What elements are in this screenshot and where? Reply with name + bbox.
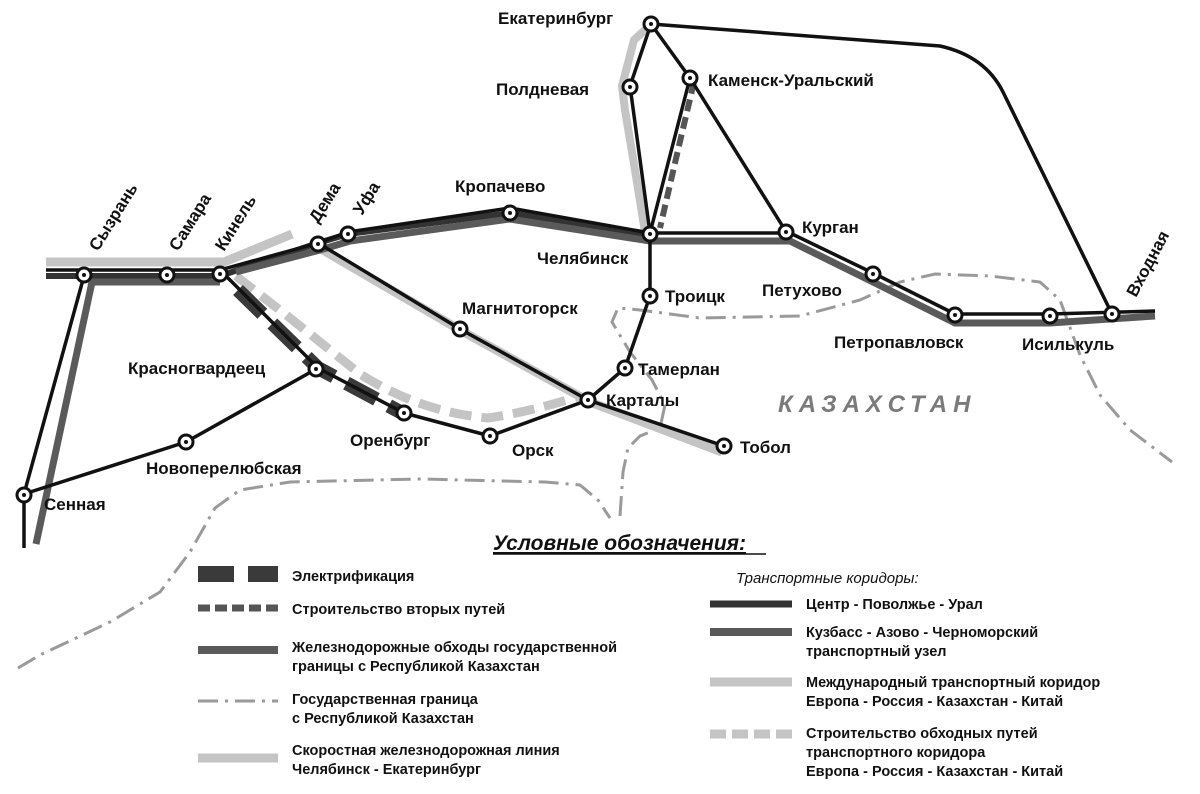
label-isilkul: Исилькуль <box>1022 335 1114 354</box>
highspeed-path <box>617 25 650 233</box>
station-krasnogvardeets[interactable] <box>307 360 325 378</box>
second-tracks <box>657 81 697 229</box>
station-chelyabinsk[interactable] <box>641 225 659 243</box>
legend-item-kuzbass-l2: транспортный узел <box>806 644 946 660</box>
station-ufa[interactable] <box>339 225 357 243</box>
label-vkhodnaya: Входная <box>1123 228 1173 300</box>
bypass-construction <box>233 272 582 423</box>
label-petropavlovsk: Петропавловск <box>834 333 964 352</box>
second-tracks-path <box>657 81 697 229</box>
station-kartaly[interactable] <box>579 391 597 409</box>
rail-chel-kartaly <box>586 233 652 402</box>
station-kinel[interactable] <box>211 265 229 283</box>
legend-swatch-electrification <box>198 566 278 582</box>
legend-item-state-border-l1: Государственная граница <box>292 692 479 708</box>
legend-item-center-corridor: Центр - Поволжье - Урал <box>806 597 983 613</box>
label-tobol: Тобол <box>740 438 791 457</box>
state-border <box>17 272 1173 670</box>
label-samara: Самара <box>165 190 215 254</box>
kuzbass-corridor <box>32 215 1156 545</box>
label-kinel: Кинель <box>211 192 260 254</box>
label-dema: Дема <box>305 179 344 226</box>
border-segment-west <box>17 477 612 670</box>
label-magnitogorsk: Магнитогорск <box>462 299 578 318</box>
station-poldnevaya[interactable] <box>621 78 639 96</box>
legend-item-international-l1: Международный транспортный коридор <box>806 675 1100 691</box>
label-ufa: Уфа <box>349 178 384 218</box>
station-kurgan[interactable] <box>777 223 795 241</box>
label-novoperelyubskaya: Новоперелюбская <box>146 459 302 478</box>
station-vkhodnaya[interactable] <box>1103 305 1121 323</box>
legend-item-border-bypass-l1: Железнодорожные обходы государственной <box>291 640 617 656</box>
legend-item-bypass-l1: Строительство обходных путей <box>806 726 1038 742</box>
station-petukhovo[interactable] <box>864 265 882 283</box>
legend-item-bypass-l2: транспортного коридора <box>806 745 986 761</box>
station-kropachevo[interactable] <box>501 204 519 222</box>
legend-item-bypass-l3: Европа - Россия - Казахстан - Китай <box>806 764 1063 780</box>
label-kartaly: Карталы <box>606 391 679 410</box>
stations <box>15 15 1121 504</box>
label-orenburg: Оренбург <box>350 431 430 450</box>
station-sennaya[interactable] <box>15 486 33 504</box>
legend-item-highspeed-l2: Челябинск - Екатеринбург <box>292 762 481 778</box>
station-petropavlovsk[interactable] <box>946 306 964 324</box>
station-troitsk[interactable] <box>641 287 659 305</box>
legend-corridors-title: Транспортные коридоры: <box>736 570 919 587</box>
rail-kamensk-chel <box>648 77 692 234</box>
station-samara[interactable] <box>158 266 176 284</box>
legend-item-kuzbass-l1: Кузбасс - Азово - Черноморский <box>806 625 1038 641</box>
border-segment-central <box>610 272 1173 517</box>
label-syzran: Сызрань <box>85 180 141 254</box>
country-label-kazakhstan: КАЗАХСТАН <box>778 391 976 418</box>
int-corridor-main <box>46 229 294 267</box>
highspeed-line <box>617 25 650 233</box>
label-petukhovo: Петухово <box>762 281 842 300</box>
label-kurgan: Курган <box>802 218 859 237</box>
legend-item-electrification: Электрификация <box>292 569 414 585</box>
kuzbass-corridor-main <box>235 215 1156 327</box>
legend: Условные обозначения: Электрификация Стр… <box>198 532 1100 780</box>
station-syzran[interactable] <box>75 266 93 284</box>
label-chelyabinsk: Челябинск <box>537 249 629 268</box>
rail-ekb-kamensk <box>649 22 692 80</box>
station-kamensk[interactable] <box>681 69 699 87</box>
station-magnitogorsk[interactable] <box>451 320 469 338</box>
electrification <box>233 284 408 421</box>
electrification-path <box>233 284 408 421</box>
legend-item-state-border-l2: с Республикой Казахстан <box>292 711 474 727</box>
label-tamerlan: Тамерлан <box>638 360 720 379</box>
label-sennaya: Сенная <box>44 495 106 514</box>
rail-kamensk-kurgan <box>688 77 787 231</box>
label-ekaterinburg: Екатеринбург <box>498 9 613 28</box>
legend-item-border-bypass-l2: границы с Республикой Казахстан <box>292 659 540 675</box>
station-orenburg[interactable] <box>395 404 413 422</box>
kuzbass-corridor-sennaya <box>32 281 96 545</box>
label-orsk: Орск <box>512 441 554 460</box>
label-troitsk: Троицк <box>665 287 725 306</box>
station-ekaterinburg[interactable] <box>642 15 660 33</box>
station-tamerlan[interactable] <box>616 359 634 377</box>
label-poldnevaya: Полдневая <box>496 80 589 99</box>
legend-title: Условные обозначения: <box>493 532 746 555</box>
label-krasnogvardeets: Красногвардеец <box>128 359 266 378</box>
station-novoperelyubskaya[interactable] <box>177 433 195 451</box>
station-tobol[interactable] <box>715 437 733 455</box>
station-isilkul[interactable] <box>1041 307 1059 325</box>
legend-item-second-tracks: Строительство вторых путей <box>292 602 505 618</box>
label-kamensk: Каменск-Уральский <box>708 71 874 90</box>
station-dema[interactable] <box>309 235 327 253</box>
legend-item-highspeed-l1: Скоростная железнодорожная линия <box>292 743 560 759</box>
rail-ekb-vkhodnaya <box>650 22 1114 315</box>
rail-ufa-kartaly <box>317 241 725 448</box>
label-kropachevo: Кропачево <box>455 177 545 196</box>
bypass-path <box>233 272 582 423</box>
legend-item-international-l2: Европа - Россия - Казахстан - Китай <box>806 694 1063 710</box>
station-orsk[interactable] <box>481 427 499 445</box>
